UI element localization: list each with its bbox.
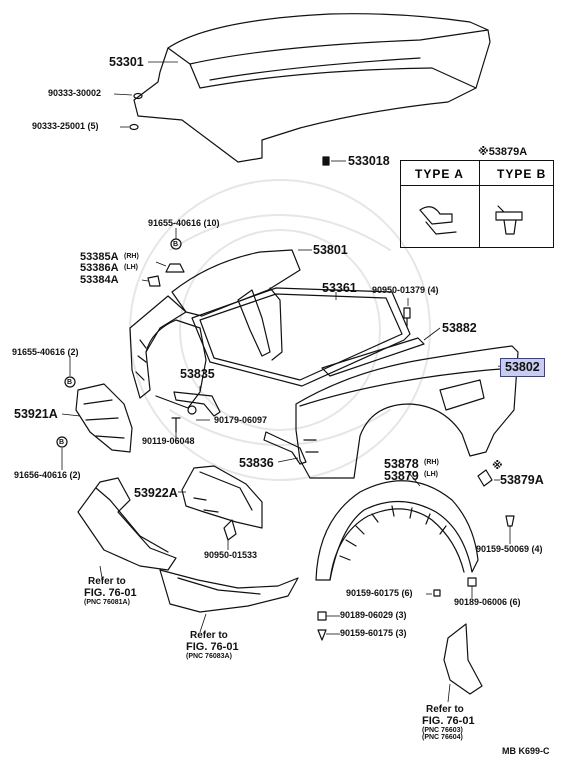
callout-b3: B	[59, 439, 65, 446]
label-bolt-06097: 90179-06097	[214, 415, 268, 425]
reference-1-refer: Refer to	[88, 576, 126, 587]
fender-seal	[191, 287, 411, 387]
label-liner-lh: 53879	[384, 469, 419, 483]
footer-code: MB K699-C	[502, 746, 550, 756]
label-stay: 53835	[180, 367, 215, 381]
label-fender-lh[interactable]: 53802	[500, 358, 545, 377]
bolt-90119	[171, 417, 181, 433]
screw-callout-b2	[64, 376, 76, 388]
label-bolt-06048: 90119-06048	[142, 436, 195, 446]
label-clip-mark: ※	[492, 460, 503, 472]
reference-3-refer: Refer to	[426, 704, 464, 715]
reference-2-refer: Refer to	[190, 630, 228, 641]
label-nut-06029: 90189-06029 (3)	[340, 610, 407, 620]
label-splash-shield: 53921A	[14, 407, 58, 421]
bracket	[165, 263, 185, 273]
reference-lower-spoiler[interactable]: Refer to FIG. 76-01 (PNC 76083A)	[186, 630, 239, 661]
nut-90189-06006	[467, 577, 477, 587]
fender-liner	[315, 480, 479, 581]
label-hood-support: 533018	[348, 154, 390, 168]
label-clip: 53879A	[500, 473, 544, 487]
label-clip-01533: 90950-01533	[204, 550, 258, 560]
reference-3-fig: FIG. 76-01	[422, 714, 475, 727]
reference-front-spoiler[interactable]: Refer to FIG. 76-01 (PNC 76081A)	[84, 576, 137, 607]
label-lh: (LH)	[124, 264, 138, 271]
clip-type-a-label: TYPE A	[415, 167, 464, 181]
label-shield-lower: 53922A	[134, 486, 178, 500]
clip-90950-01533	[223, 519, 237, 541]
label-screw-2a: 91655-40616 (2)	[12, 347, 79, 357]
label-clip-4: 90950-01379 (4)	[372, 285, 439, 295]
reference-1-fig: FIG. 76-01	[84, 586, 137, 599]
callout-b1: B	[173, 241, 179, 248]
label-screw-60175a: 90159-60175 (6)	[346, 588, 413, 598]
label-hood-bumper: 90333-30002	[48, 88, 102, 98]
label-hood: 53301	[109, 55, 144, 69]
stay-53835	[173, 391, 221, 417]
label-liner-rh-side: (RH)	[424, 459, 439, 466]
mud-guard	[443, 623, 483, 695]
label-nut-06006: 90189-06006 (6)	[454, 597, 521, 607]
lower-shield	[181, 465, 263, 529]
clip-type-a-drawing	[419, 206, 457, 235]
label-stay-lh: 53836	[239, 456, 274, 470]
clip-53879a	[477, 469, 493, 487]
protector-strip	[321, 337, 425, 377]
label-rh: (RH)	[124, 253, 139, 260]
label-screw-10: 91655-40616 (10)	[148, 218, 220, 228]
bolt-90179	[187, 405, 197, 415]
label-clip-type-ref: ※53879A	[478, 146, 528, 158]
fender-rh	[129, 249, 301, 409]
fender-lh	[295, 345, 519, 479]
label-bracket-lh: 53386A	[80, 262, 119, 274]
hood-support	[322, 156, 330, 166]
reference-mud-guard[interactable]: Refer to FIG. 76-01 (PNC 76603) (PNC 766…	[422, 704, 475, 742]
label-screw-50069: 90159-50069 (4)	[476, 544, 543, 554]
reference-3-pnc: (PNC 76603)	[422, 727, 463, 735]
reference-3-pnc2: (PNC 76604)	[422, 734, 463, 742]
clip-type-table-divider	[479, 161, 480, 247]
reference-2-fig: FIG. 76-01	[186, 640, 239, 653]
label-bracket-rh: 53385A	[80, 251, 119, 263]
clip-90950-01379	[403, 307, 411, 327]
label-hood-stopper: 90333-25001 (5)	[32, 121, 99, 131]
stay-53836	[263, 431, 307, 465]
splash-shield	[75, 383, 133, 453]
label-screw-2b: 91656-40616 (2)	[14, 470, 81, 480]
reference-2-pnc: (PNC 76083A)	[186, 653, 232, 661]
label-liner-lh-side: (LH)	[424, 471, 438, 478]
clip-type-b-drawing	[495, 205, 523, 235]
hood-bumper	[133, 92, 143, 100]
reference-1-pnc: (PNC 76081A)	[84, 599, 130, 607]
label-retainer: 53384A	[80, 274, 119, 286]
nut-90189-06029	[317, 611, 327, 621]
callout-b2: B	[67, 379, 73, 386]
screw-90159-60175a	[433, 589, 441, 597]
hood-panel	[133, 13, 491, 163]
clip-type-table: TYPE A TYPE B	[400, 160, 554, 248]
label-screw-60175b: 90159-60175 (3)	[340, 628, 407, 638]
label-fender-rh: 53801	[313, 243, 348, 257]
retainer	[147, 275, 161, 287]
screw-callout-b3	[56, 436, 68, 448]
screw-90159-50069	[505, 515, 515, 527]
label-protector: 53882	[442, 321, 477, 335]
hood-stopper	[129, 123, 139, 131]
label-seal: 53361	[322, 281, 357, 295]
front-spoiler	[77, 477, 299, 613]
label-liner-rh: 53878	[384, 457, 419, 471]
clip-type-b-label: TYPE B	[497, 167, 547, 181]
clip-type-table-header	[401, 161, 553, 186]
screw-90159-60175b	[317, 629, 327, 641]
